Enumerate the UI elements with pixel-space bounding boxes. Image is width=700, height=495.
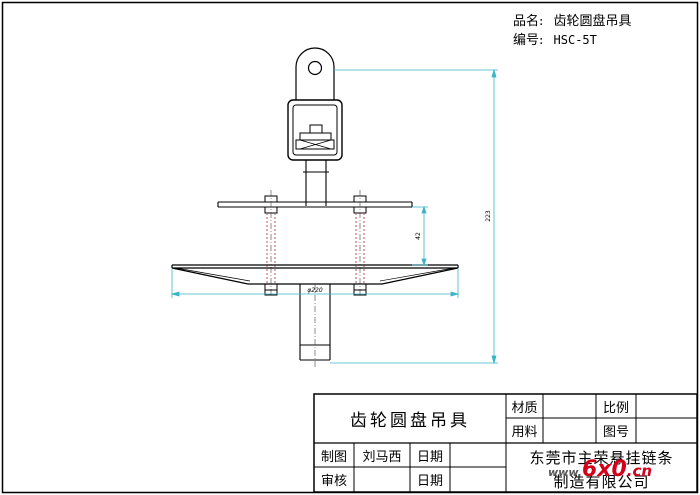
dimension-lines — [170, 68, 498, 365]
watermark-suffix: .cn — [626, 462, 653, 480]
drawn-by-label: 制图 — [320, 449, 347, 465]
lifting-eye — [295, 47, 335, 100]
drawn-by-value: 刘马西 — [362, 449, 402, 465]
product-name-row: 品名: 齿轮圆盘吊具 — [513, 10, 632, 29]
date-label-2: 日期 — [416, 474, 443, 489]
usage-label: 用料 — [511, 425, 538, 440]
review-label: 审核 — [320, 474, 347, 489]
left-bolt — [264, 190, 278, 296]
watermark-prefix: www. — [548, 466, 582, 479]
ratio-label: 比例 — [602, 400, 629, 416]
lower-dish — [171, 264, 459, 285]
watermark-main: 6x0 — [581, 457, 627, 482]
dim-gap-label: 42 — [415, 232, 422, 240]
model-number-label: 编号: — [513, 33, 544, 48]
date-label-1: 日期 — [416, 449, 443, 465]
site-watermark: www.6x0.cn — [548, 457, 652, 482]
model-number-row: 编号: HSC-5T — [513, 29, 597, 48]
company-name-line2: 制造有限公司 — [553, 472, 650, 491]
product-name-value: 齿轮圆盘吊具 — [553, 14, 632, 29]
drawing-title: 齿轮圆盘吊具 — [350, 411, 470, 431]
drawing-number-label: 图号 — [602, 425, 629, 440]
model-number-value: HSC-5T — [553, 33, 597, 47]
central-shaft — [303, 160, 329, 206]
dim-width-label: φ220 — [307, 287, 323, 294]
company-name-line1: 东莞市主荣悬挂链条 — [529, 448, 674, 467]
material-label: 材质 — [511, 400, 538, 416]
right-bolt — [353, 190, 367, 296]
dim-height-label: 223 — [485, 210, 492, 222]
swivel-housing — [287, 99, 343, 161]
upper-plate — [217, 201, 413, 208]
product-name-label: 品名: — [513, 14, 544, 29]
title-block-grid — [313, 393, 698, 493]
bottom-pin — [299, 284, 331, 368]
